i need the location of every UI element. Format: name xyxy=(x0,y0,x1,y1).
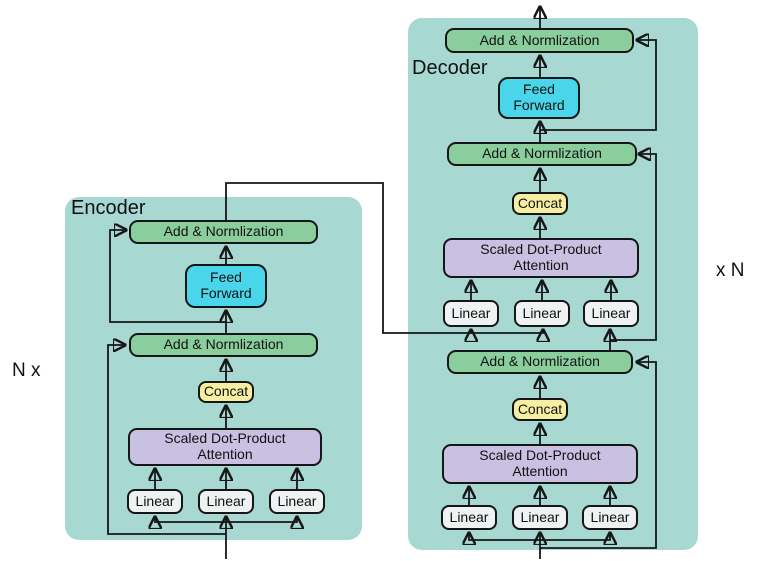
decoder-linear-4: Linear xyxy=(443,300,499,327)
node-label: Add & Normlization xyxy=(163,223,284,240)
node-label: Linear xyxy=(449,508,489,525)
encoder-linear-3: Linear xyxy=(269,489,325,514)
decoder-add-norm-bottom: Add & Normlization xyxy=(447,350,633,374)
node-label: Linear xyxy=(206,492,246,509)
node-label: Add & Normlization xyxy=(479,31,600,48)
node-label: Scaled Dot-Product Attention xyxy=(164,430,286,462)
decoder-linear-2: Linear xyxy=(512,505,568,530)
repeat-n-right-label: x N xyxy=(716,260,745,281)
node-label: Scaled Dot-Product Attention xyxy=(480,241,602,273)
decoder-linear-6: Linear xyxy=(583,300,639,327)
decoder-linear-5: Linear xyxy=(514,300,570,327)
node-label: Add & Normlization xyxy=(482,145,602,162)
decoder-add-norm-top: Add & Normlization xyxy=(445,28,634,53)
decoder-label: Decoder xyxy=(412,57,488,79)
decoder-linear-3: Linear xyxy=(582,505,638,530)
node-label: Feed Forward xyxy=(513,81,565,113)
encoder-feed-forward: Feed Forward xyxy=(185,264,267,308)
decoder-concat-top: Concat xyxy=(512,192,568,215)
node-label: Linear xyxy=(277,492,317,509)
encoder-linear-1: Linear xyxy=(127,489,183,514)
node-label: Concat xyxy=(203,383,249,400)
node-label: Concat xyxy=(517,400,563,417)
node-label: Linear xyxy=(591,304,631,321)
encoder-add-norm-bottom: Add & Normlization xyxy=(129,333,318,357)
decoder-wires xyxy=(469,7,657,559)
encoder-attention: Scaled Dot-Product Attention xyxy=(128,428,322,466)
encoder-wires xyxy=(107,230,297,559)
decoder-linear-1: Linear xyxy=(441,505,497,530)
encoder-linear-2: Linear xyxy=(198,489,254,514)
encoder-label: Encoder xyxy=(71,197,146,219)
decoder-self-attention: Scaled Dot-Product Attention xyxy=(442,444,638,484)
encoder-add-norm-top: Add & Normlization xyxy=(129,220,318,244)
node-label: Add & Normlization xyxy=(163,336,284,353)
node-label: Linear xyxy=(590,508,630,525)
repeat-n-left-label: N x xyxy=(12,360,41,381)
encoder-panel xyxy=(65,197,362,540)
node-label: Linear xyxy=(451,304,491,321)
node-label: Feed Forward xyxy=(200,269,252,301)
node-label: Linear xyxy=(522,304,562,321)
node-label: Add & Normlization xyxy=(480,353,600,370)
decoder-add-norm-middle: Add & Normlization xyxy=(447,142,637,166)
node-label: Linear xyxy=(135,492,175,509)
encoder-to-decoder-wire xyxy=(225,182,543,333)
decoder-feed-forward: Feed Forward xyxy=(498,77,580,119)
node-label: Scaled Dot-Product Attention xyxy=(479,447,601,479)
node-label: Linear xyxy=(520,508,560,525)
node-label: Concat xyxy=(517,194,563,211)
decoder-cross-attention: Scaled Dot-Product Attention xyxy=(443,238,639,278)
encoder-concat: Concat xyxy=(198,381,254,403)
decoder-concat-bottom: Concat xyxy=(512,398,568,421)
